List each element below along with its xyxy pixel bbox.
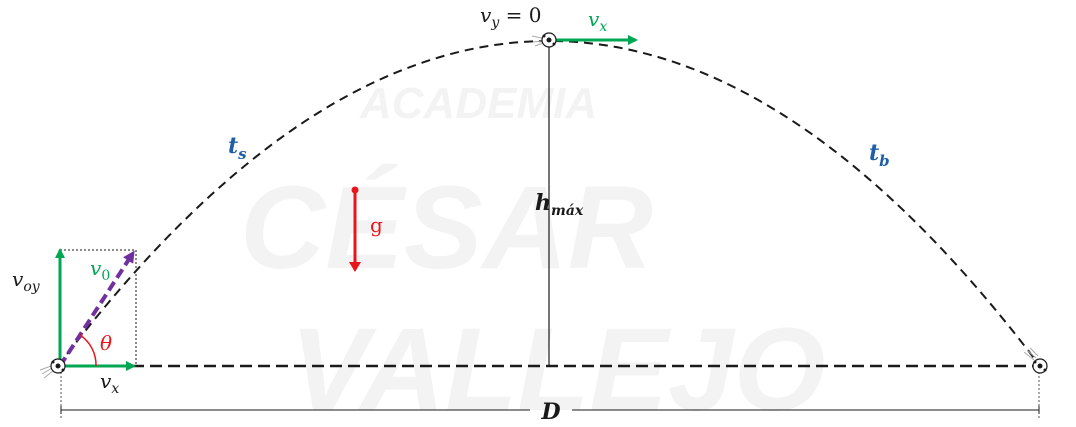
v0-sub: 0 — [101, 268, 110, 284]
gravity-arrow — [349, 186, 361, 272]
v0-v: v — [90, 256, 102, 280]
ts-label: ts — [228, 133, 247, 163]
ball-start-icon — [39, 358, 66, 379]
watermark: ACADEMIA CÉSAR VALLEJO — [240, 79, 825, 427]
voy-v: v — [12, 267, 24, 291]
vy-zero-rest: = 0 — [499, 3, 541, 27]
hmax-label: hmáx — [535, 190, 584, 219]
hmax-h: h — [535, 190, 551, 216]
distance-label: D — [540, 399, 560, 425]
tb-label: tb — [869, 140, 890, 170]
vx-top-label: vx — [588, 7, 607, 35]
ball-end-icon — [1023, 347, 1048, 374]
voy-sub: oy — [23, 279, 40, 295]
v0-arrow — [58, 250, 135, 368]
ts-t: t — [228, 133, 238, 159]
vy-zero-sub: y — [490, 15, 500, 31]
watermark-line-2: CÉSAR — [240, 162, 653, 294]
theta-label: θ — [100, 331, 112, 355]
vx-bottom-label: vx — [100, 369, 119, 397]
vy-zero-label: vy = 0 — [480, 3, 541, 31]
vx-top-sub: x — [599, 19, 607, 35]
ts-sub: s — [238, 145, 247, 163]
gravity-label: g — [370, 213, 383, 237]
vx-top-v: v — [588, 7, 600, 31]
v0-label: v0 — [90, 256, 110, 284]
theta-arc — [79, 334, 97, 367]
distance-dimension — [60, 372, 1040, 420]
vx-bottom-v: v — [100, 369, 112, 393]
tb-sub: b — [879, 152, 890, 170]
vx-bottom-sub: x — [111, 381, 119, 397]
voy-label: voy — [12, 267, 41, 295]
watermark-line-1: ACADEMIA — [359, 79, 597, 128]
vy-zero-v: v — [480, 3, 492, 27]
hmax-sub: máx — [551, 203, 584, 219]
ball-top-icon — [531, 32, 557, 48]
tb-t: t — [869, 140, 879, 166]
